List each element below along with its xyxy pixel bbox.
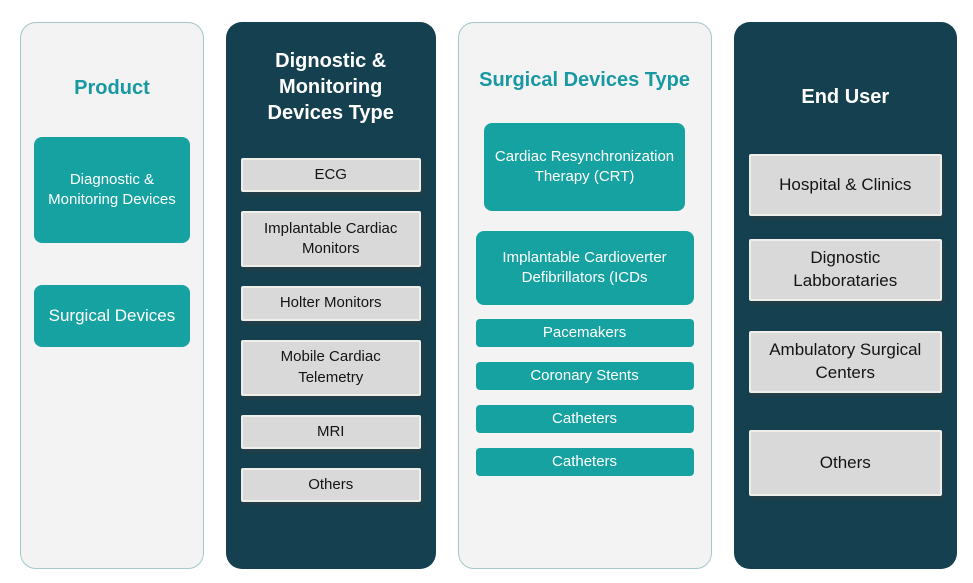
panel-surgical-devices-type: Surgical Devices Type Cardiac Resynchron… bbox=[457, 22, 712, 569]
panel-diagnostic-monitoring-type: Dignostic & Monitoring Devices Type ECG … bbox=[225, 22, 436, 569]
diagram-box-catheters-2: Catheters bbox=[475, 448, 694, 476]
diagram-box-icds: Implantable Cardioverter Defibrillators … bbox=[475, 231, 694, 305]
diagram-box-ambulatory-surgical-centers: Ambulatory Surgical Centers bbox=[748, 331, 942, 393]
diagram-box-mobile-cardiac-telemetry: Mobile Cardiac Telemetry bbox=[240, 339, 421, 396]
diagram-box-crt: Cardiac Resynchronization Therapy (CRT) bbox=[484, 123, 685, 211]
surgical-type-panel-title: Surgical Devices Type bbox=[479, 69, 690, 91]
diagram-box-coronary-stents: Coronary Stents bbox=[475, 362, 694, 390]
diagram-box-pacemakers: Pacemakers bbox=[475, 319, 694, 347]
diagram-box-diagnostic-monitoring-devices: Diagnostic & Monitoring Devices bbox=[34, 137, 190, 243]
diagram-box-implantable-cardiac-monitors: Implantable Cardiac Monitors bbox=[240, 211, 421, 268]
diagram-box-others-end-user: Others bbox=[748, 430, 942, 496]
panel-end-user: End User Hospital & Clinics Dignostic La… bbox=[733, 22, 957, 569]
diagram-box-surgical-devices: Surgical Devices bbox=[34, 285, 190, 347]
panel-product: Product Diagnostic & Monitoring Devices … bbox=[20, 22, 204, 569]
diagram-box-catheters-1: Catheters bbox=[475, 405, 694, 433]
diagram-box-diagnostic-laboratories: Dignostic Labborataries bbox=[748, 239, 942, 301]
diagram-box-ecg: ECG bbox=[240, 158, 421, 193]
diagnostic-type-panel-title: Dignostic & Monitoring Devices Type bbox=[267, 50, 394, 124]
diagram-box-holter-monitors: Holter Monitors bbox=[240, 286, 421, 321]
diagram-box-others-diagnostic: Others bbox=[240, 467, 421, 502]
diagram-box-hospital-clinics: Hospital & Clinics bbox=[748, 154, 942, 216]
end-user-panel-title: End User bbox=[801, 86, 890, 108]
diagram-box-mri: MRI bbox=[240, 414, 421, 449]
product-panel-title: Product bbox=[74, 77, 150, 99]
